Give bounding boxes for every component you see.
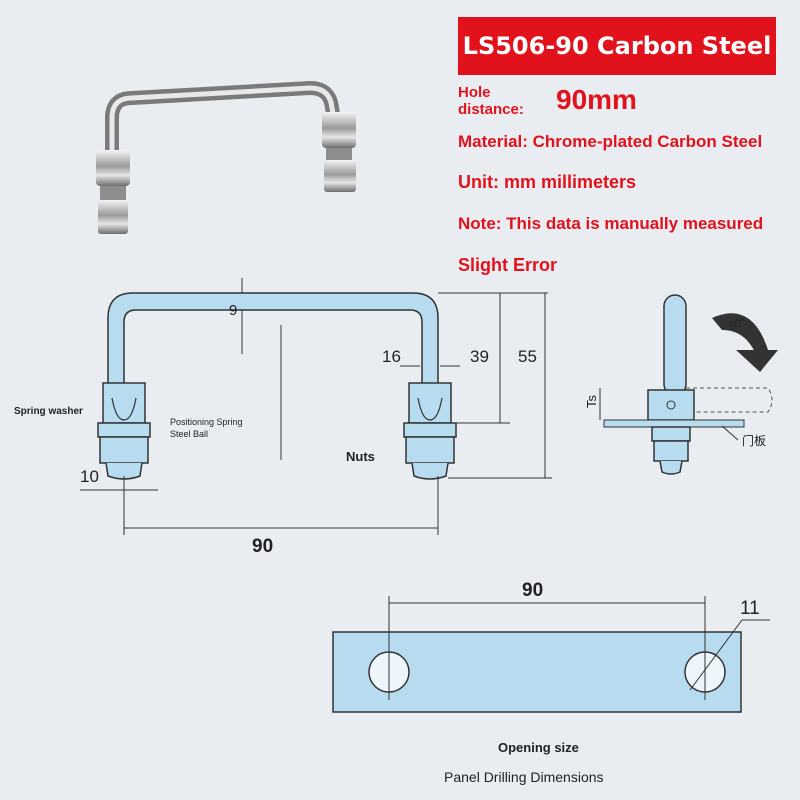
panel-dim-11-label: 11 xyxy=(740,598,760,619)
dim-gap-label: 16 xyxy=(382,347,401,366)
product-title: LS506-90 Carbon Steel xyxy=(462,32,772,60)
side-view xyxy=(599,294,778,475)
error-text: Slight Error xyxy=(458,255,558,275)
dim-top-label: 9 xyxy=(229,302,237,319)
positioning-ball-label-1: Positioning Spring xyxy=(170,417,243,427)
dim-90-label: 90 xyxy=(252,536,273,557)
panel-caption: Panel Drilling Dimensions xyxy=(444,769,604,785)
nuts-label: Nuts xyxy=(346,449,375,464)
dim-10-label: 10 xyxy=(80,467,99,486)
opening-size-label: Opening size xyxy=(498,740,579,755)
panel-drawing xyxy=(332,596,770,713)
angle-label: 90° xyxy=(727,316,747,333)
product-title-banner: LS506-90 Carbon Steel xyxy=(458,17,776,75)
unit-text: Unit: mm millimeters xyxy=(458,172,637,192)
positioning-ball-label-2: Steel Ball xyxy=(170,429,208,439)
dimension-lines xyxy=(80,278,552,535)
panel-dim-90-label: 90 xyxy=(522,580,543,601)
hole-distance-label: Hole distance: xyxy=(458,84,524,118)
material-text: Material: Chrome-plated Carbon Steel xyxy=(458,132,763,151)
ts-label: Ts xyxy=(584,395,599,409)
dim-39-label: 39 xyxy=(470,347,489,366)
front-view xyxy=(97,292,457,480)
door-panel-label: 门板 xyxy=(742,433,766,448)
dim-55-label: 55 xyxy=(518,347,537,366)
spring-washer-label: Spring washer xyxy=(14,406,83,417)
hole-distance-value: 90mm xyxy=(556,84,637,115)
note-text: Note: This data is manually measured xyxy=(458,214,764,233)
handle-photo xyxy=(96,80,356,234)
